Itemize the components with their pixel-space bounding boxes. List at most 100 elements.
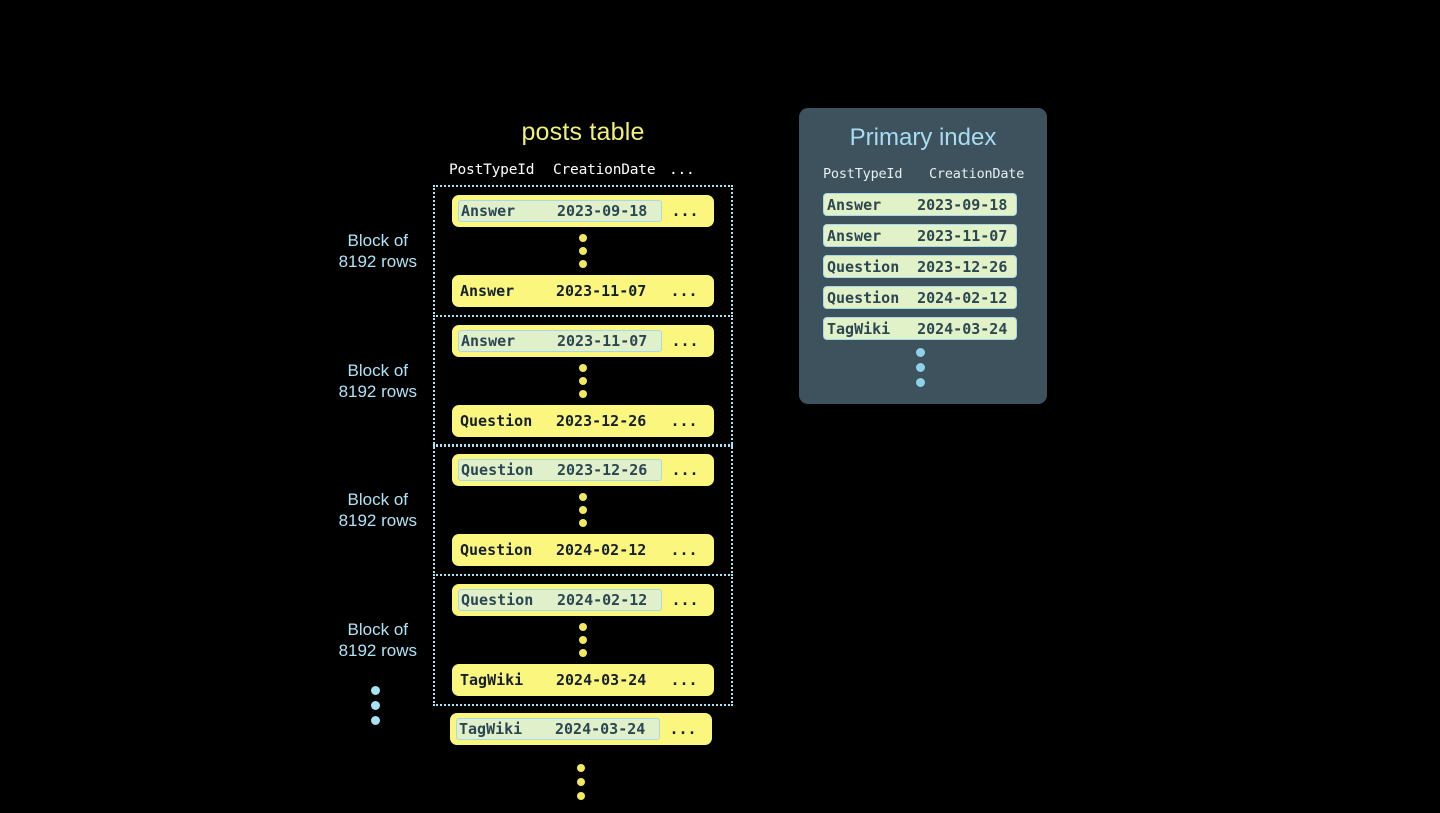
cell-posttypeid: Question	[460, 541, 533, 559]
cell-rest: ...	[670, 541, 698, 559]
index-cell-creationdate: 2023-12-26	[917, 257, 1008, 276]
ellipsis-dot	[915, 348, 925, 357]
block-label: Block of 8192 rows	[339, 230, 417, 272]
posts-table-blocks: Block of 8192 rows Answer 2023-09-18 ...	[339, 185, 733, 813]
index-row: Question 2023-12-26	[823, 255, 1017, 278]
table-row: TagWiki 2024-03-24 ...	[452, 663, 714, 696]
vertical-ellipsis	[452, 486, 714, 534]
row-highlight-box: Question 2024-02-12	[458, 588, 662, 611]
block-label-line2: 8192 rows	[338, 511, 417, 530]
cell-rest: ...	[671, 461, 699, 479]
ellipsis-dot	[915, 378, 925, 387]
ellipsis-dot	[579, 635, 587, 644]
block-label: Block of 8192 rows	[339, 360, 417, 402]
cell-posttypeid: Answer	[460, 282, 515, 300]
table-row: Question 2024-02-12 ...	[452, 583, 714, 616]
table-row: Question 2024-02-12 ...	[452, 534, 714, 566]
block-continuation-ellipsis	[371, 686, 380, 725]
index-cell-creationdate: 2024-03-24	[917, 319, 1008, 338]
row-highlight-box: Answer 2023-11-07	[458, 329, 662, 352]
cell-rest: ...	[669, 720, 697, 738]
column-header-rest: ...	[669, 162, 695, 178]
block-group: Block of 8192 rows Answer 2023-09-18 ...	[339, 185, 733, 317]
ellipsis-dot	[579, 622, 587, 631]
row-cells: Question 2023-12-26	[458, 410, 660, 432]
ellipsis-dot	[579, 247, 587, 255]
ellipsis-dot	[579, 363, 587, 372]
index-cell-creationdate: 2023-09-18	[917, 195, 1008, 214]
ellipsis-dot	[371, 686, 380, 695]
vertical-ellipsis-bottom	[450, 751, 712, 813]
ellipsis-dot	[579, 506, 587, 514]
table-row: Answer 2023-09-18 ...	[452, 195, 714, 227]
ellipsis-dot	[371, 701, 380, 710]
block-label: Block of 8192 rows	[339, 619, 417, 661]
column-header-posttypeid: PostTypeId	[449, 162, 535, 178]
table-row: Answer 2023-11-07 ...	[452, 324, 714, 357]
vertical-ellipsis	[452, 616, 714, 664]
cell-creationdate: 2023-09-18	[557, 202, 648, 220]
ellipsis-dot	[577, 764, 585, 772]
index-column-header-creationdate: CreationDate	[929, 166, 1025, 182]
cell-rest: ...	[671, 331, 699, 350]
index-row: Question 2024-02-12	[823, 286, 1017, 309]
ellipsis-dot	[579, 389, 587, 398]
primary-index-title: Primary index	[849, 124, 997, 151]
ellipsis-dot	[579, 519, 587, 527]
block-label-line2: 8192 rows	[338, 640, 417, 660]
block-label-line1: Block of	[347, 231, 409, 250]
cell-posttypeid: Answer	[461, 202, 516, 220]
index-cell-posttypeid: Answer	[827, 226, 882, 245]
cell-posttypeid: Question	[460, 411, 533, 430]
index-cell-posttypeid: Answer	[827, 195, 882, 214]
index-column-header-posttypeid: PostTypeId	[823, 166, 903, 182]
primary-index-panel: Primary index PostTypeId CreationDate An…	[799, 108, 1047, 404]
cell-rest: ...	[670, 670, 698, 689]
cell-rest: ...	[670, 411, 698, 430]
cell-posttypeid: Answer	[461, 331, 516, 350]
index-cell-creationdate: 2023-11-07	[917, 226, 1008, 245]
posts-table-title: posts table	[521, 118, 645, 146]
cell-creationdate: 2023-11-07	[556, 282, 647, 300]
block-group: Block of 8192 rows Question 2024-02-12 .…	[339, 573, 733, 706]
ellipsis-dot	[915, 363, 925, 372]
cell-creationdate: 2024-03-24	[556, 670, 647, 689]
table-row: Question 2023-12-26 ...	[452, 404, 714, 437]
cell-rest: ...	[670, 282, 698, 300]
cell-creationdate: 2023-12-26	[557, 461, 648, 479]
ellipsis-dot	[371, 716, 380, 725]
vertical-ellipsis	[452, 357, 714, 405]
primary-index-column-headers: PostTypeId CreationDate	[799, 166, 1047, 182]
cell-posttypeid: Question	[461, 461, 534, 479]
block-label-line2: 8192 rows	[338, 252, 417, 271]
index-row: TagWiki 2024-03-24	[823, 317, 1017, 340]
table-row-trailing: TagWiki 2024-03-24 ...	[450, 713, 712, 745]
cell-creationdate: 2023-12-26	[556, 411, 647, 430]
ellipsis-dot	[579, 648, 587, 657]
block-label-line1: Block of	[347, 360, 409, 380]
ellipsis-dot	[579, 376, 587, 385]
ellipsis-dot	[577, 778, 585, 786]
block-label-line1: Block of	[347, 490, 409, 509]
block-label-line1: Block of	[347, 619, 409, 639]
index-vertical-ellipsis	[823, 348, 1017, 387]
cell-posttypeid: TagWiki	[460, 670, 524, 689]
block-group: Block of 8192 rows Answer 2023-11-07 ...	[339, 314, 733, 447]
ellipsis-dot	[579, 260, 587, 268]
index-cell-posttypeid: TagWiki	[827, 319, 891, 338]
cell-creationdate: 2024-02-12	[556, 541, 647, 559]
row-highlight-box: TagWiki 2024-03-24	[456, 718, 660, 740]
table-row: Question 2023-12-26 ...	[452, 454, 714, 486]
posts-table-column-headers: PostTypeId CreationDate ...	[433, 159, 733, 181]
row-cells: TagWiki 2024-03-24	[458, 669, 660, 691]
column-header-creationdate: CreationDate	[553, 162, 656, 178]
ellipsis-dot	[579, 493, 587, 501]
index-row: Answer 2023-11-07	[823, 224, 1017, 247]
index-cell-posttypeid: Question	[827, 257, 900, 276]
index-row: Answer 2023-09-18	[823, 193, 1017, 216]
cell-creationdate: 2023-11-07	[557, 331, 648, 350]
block-group: Block of 8192 rows Question 2023-12-26 .…	[339, 444, 733, 576]
cell-posttypeid: Question	[461, 590, 534, 609]
block-label-line2: 8192 rows	[338, 381, 417, 401]
